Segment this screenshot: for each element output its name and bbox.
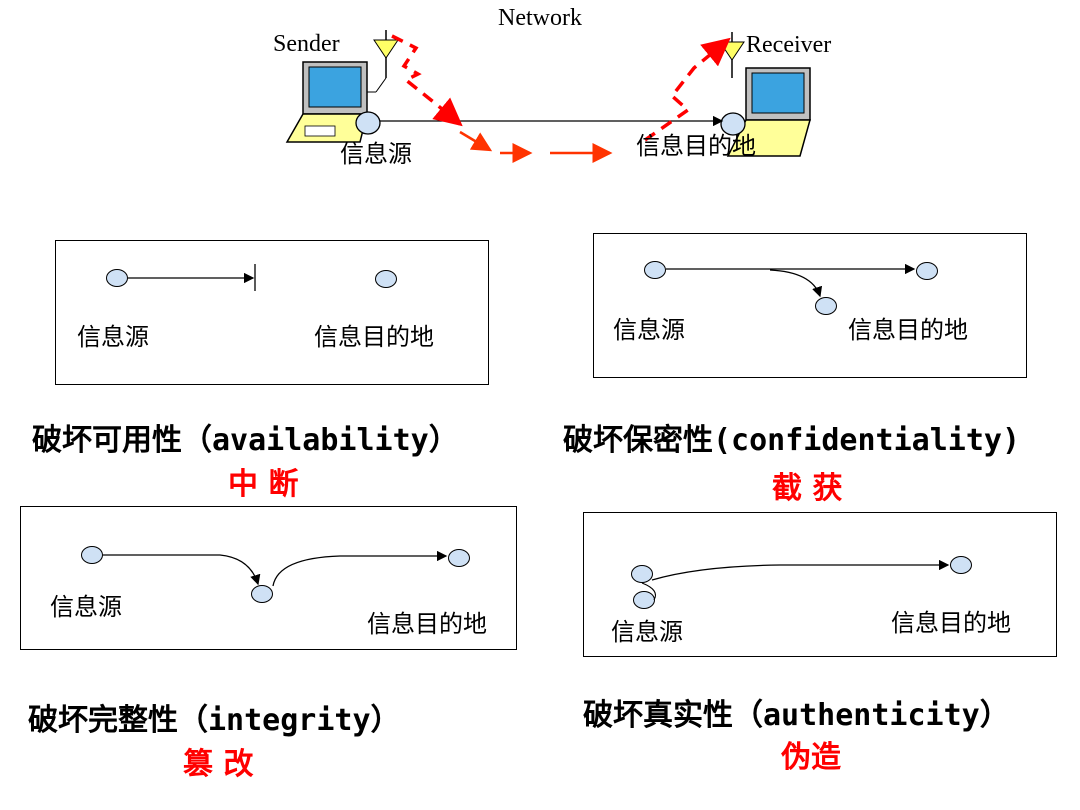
destination-node: [916, 262, 938, 280]
panel2-source-label: 信息源: [613, 316, 685, 344]
fabrication-panel: [583, 512, 1057, 657]
fabricator-node: [631, 565, 653, 583]
source-node: [106, 269, 128, 287]
panel4-source-label: 信息源: [611, 618, 683, 646]
interceptor-node: [815, 297, 837, 315]
panel3-caption: 破坏完整性（integrity）: [28, 703, 401, 738]
destination-node: [375, 270, 397, 288]
modifier-node: [251, 585, 273, 603]
network-source-label: 信息源: [340, 140, 412, 168]
panel4-caption: 破坏真实性（authenticity）: [583, 698, 1010, 733]
destination-node: [448, 549, 470, 567]
network-title: Network: [498, 5, 582, 31]
receiver-laptop-icon: [726, 67, 811, 157]
sender-label: Sender: [273, 31, 340, 57]
panel3-attack-label: 篡 改: [183, 747, 254, 782]
modification-panel: [20, 506, 517, 650]
panel1-attack-label: 中 断: [228, 467, 299, 502]
panel1-source-label: 信息源: [77, 323, 149, 351]
source-node: [644, 261, 666, 279]
network-graphics: [285, 30, 811, 163]
panel1-destination-label: 信息目的地: [314, 323, 434, 351]
panel3-destination-label: 信息目的地: [367, 610, 487, 638]
panel2-destination-label: 信息目的地: [848, 316, 968, 344]
panel4-attack-label: 伪造: [781, 740, 841, 775]
interception-panel: [593, 233, 1027, 378]
receiver-label: Receiver: [746, 32, 832, 58]
panel1-caption: 破坏可用性（availability）: [32, 423, 459, 458]
sender-laptop-icon: [285, 61, 368, 143]
destination-node: [950, 556, 972, 574]
network-destination-label: 信息目的地: [636, 132, 756, 160]
interruption-panel: [55, 240, 489, 385]
panel4-destination-label: 信息目的地: [891, 609, 1011, 637]
panel2-caption: 破坏保密性(confidentiality): [563, 423, 1021, 458]
source-node: [81, 546, 103, 564]
panel2-attack-label: 截 获: [772, 471, 843, 506]
panel3-source-label: 信息源: [50, 593, 122, 621]
